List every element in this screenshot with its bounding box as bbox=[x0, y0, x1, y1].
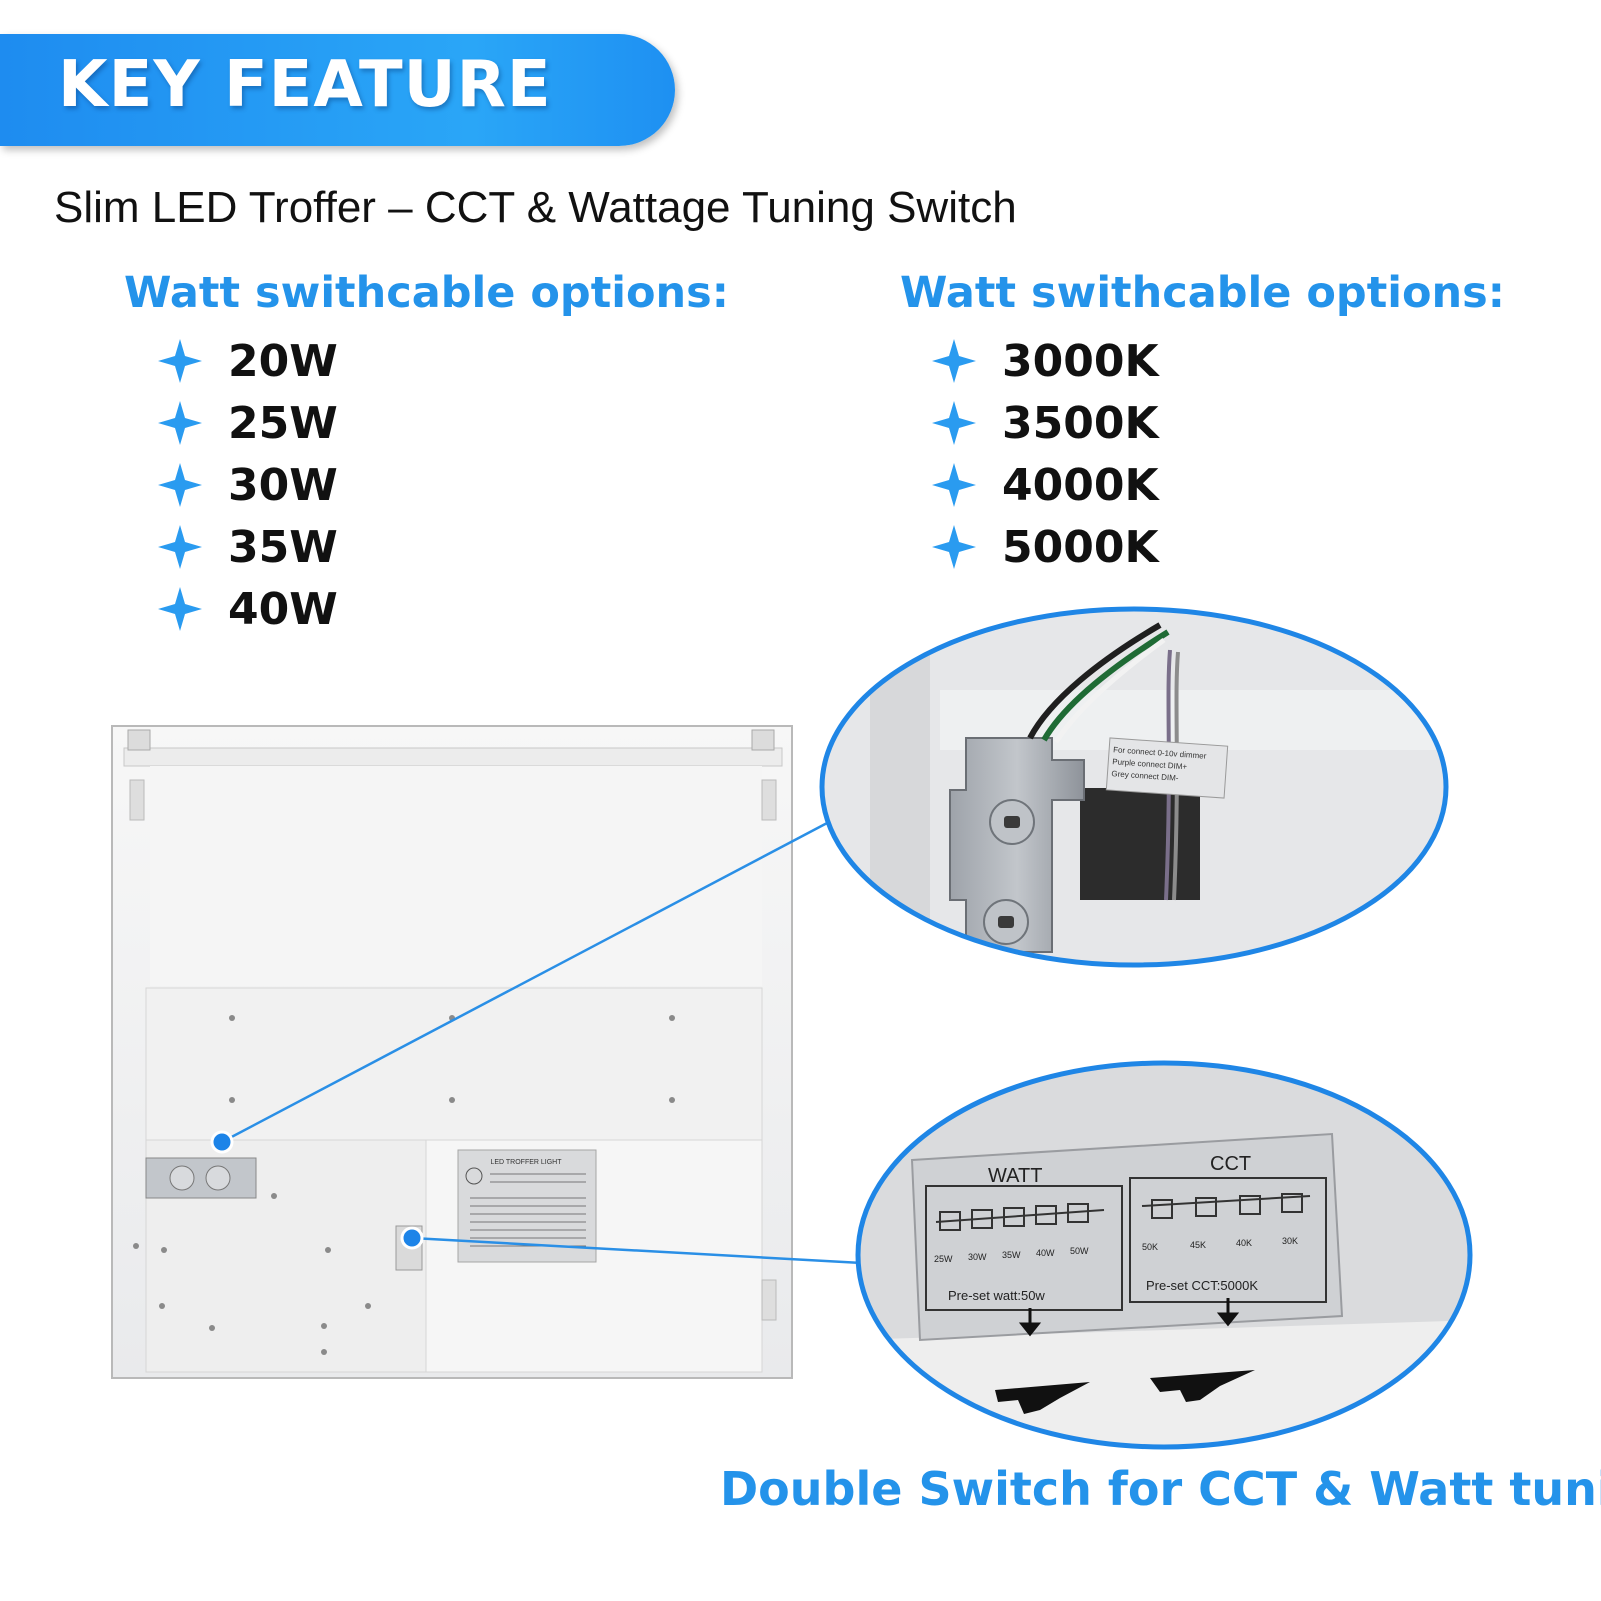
cct-preset: Pre-set CCT:5000K bbox=[1146, 1278, 1258, 1293]
star-bullet-icon bbox=[932, 339, 976, 383]
star-bullet-icon bbox=[932, 401, 976, 445]
watt-options-title: Watt swithcable options: bbox=[124, 268, 729, 318]
star-bullet-icon bbox=[158, 587, 202, 631]
star-bullet-icon bbox=[158, 463, 202, 507]
star-bullet-icon bbox=[158, 401, 202, 445]
watt-option: 40W bbox=[228, 583, 338, 635]
page-subtitle: Slim LED Troffer – CCT & Wattage Tuning … bbox=[54, 183, 1017, 232]
watt-position: 40W bbox=[1036, 1248, 1055, 1258]
switch-watt-title: WATT bbox=[988, 1165, 1042, 1187]
cct-option: 5000K bbox=[1002, 521, 1159, 573]
star-bullet-icon bbox=[158, 339, 202, 383]
bottom-caption: Double Switch for CCT & Watt tuning bbox=[720, 1462, 1601, 1516]
cct-position: 40K bbox=[1236, 1238, 1252, 1248]
list-item: 30W bbox=[158, 454, 338, 516]
callout-dot-switch bbox=[400, 1226, 424, 1250]
junction-box-callout: For connect 0-10v dimmer Purple connect … bbox=[819, 606, 1449, 968]
watt-preset: Pre-set watt:50w bbox=[948, 1288, 1045, 1303]
watt-position: 30W bbox=[968, 1252, 987, 1262]
callout-dot-junction bbox=[210, 1130, 234, 1154]
star-bullet-icon bbox=[932, 525, 976, 569]
watt-option: 25W bbox=[228, 397, 338, 449]
list-item: 5000K bbox=[932, 516, 1159, 578]
cct-position: 30K bbox=[1282, 1236, 1298, 1246]
key-feature-banner bbox=[0, 34, 675, 146]
list-item: 3500K bbox=[932, 392, 1159, 454]
callout-connectors bbox=[210, 810, 881, 1266]
star-bullet-icon bbox=[158, 525, 202, 569]
cct-options-list: 3000K 3500K 4000K 5000K bbox=[932, 330, 1159, 578]
watt-option: 35W bbox=[228, 521, 338, 573]
cct-position: 45K bbox=[1190, 1240, 1206, 1250]
watt-options-list: 20W 25W 30W 35W 40W bbox=[158, 330, 338, 640]
banner-title: KEY FEATURE bbox=[58, 48, 552, 122]
cct-position: 50K bbox=[1142, 1242, 1158, 1252]
watt-option: 30W bbox=[228, 459, 338, 511]
watt-position: 50W bbox=[1070, 1246, 1089, 1256]
list-item: 4000K bbox=[932, 454, 1159, 516]
cct-option: 3500K bbox=[1002, 397, 1159, 449]
star-bullet-icon bbox=[932, 463, 976, 507]
list-item: 20W bbox=[158, 330, 338, 392]
watt-position: 25W bbox=[934, 1254, 953, 1264]
list-item: 25W bbox=[158, 392, 338, 454]
watt-position: 35W bbox=[1002, 1250, 1021, 1260]
list-item: 40W bbox=[158, 578, 338, 640]
switch-callout: WATT CCT 25W 30W 35W 40W 50W 50K 45K 40K… bbox=[855, 1060, 1473, 1450]
product-label-title: LED TROFFER LIGHT bbox=[490, 1159, 562, 1166]
cct-options-title: Watt swithcable options: bbox=[900, 268, 1505, 318]
list-item: 35W bbox=[158, 516, 338, 578]
list-item: 3000K bbox=[932, 330, 1159, 392]
watt-option: 20W bbox=[228, 335, 338, 387]
cct-option: 4000K bbox=[1002, 459, 1159, 511]
troffer-panel: LED TROFFER LIGHT bbox=[111, 725, 793, 1379]
down-arrow-icon bbox=[1018, 1298, 1240, 1337]
cct-option: 3000K bbox=[1002, 335, 1159, 387]
switch-cct-title: CCT bbox=[1210, 1153, 1251, 1175]
